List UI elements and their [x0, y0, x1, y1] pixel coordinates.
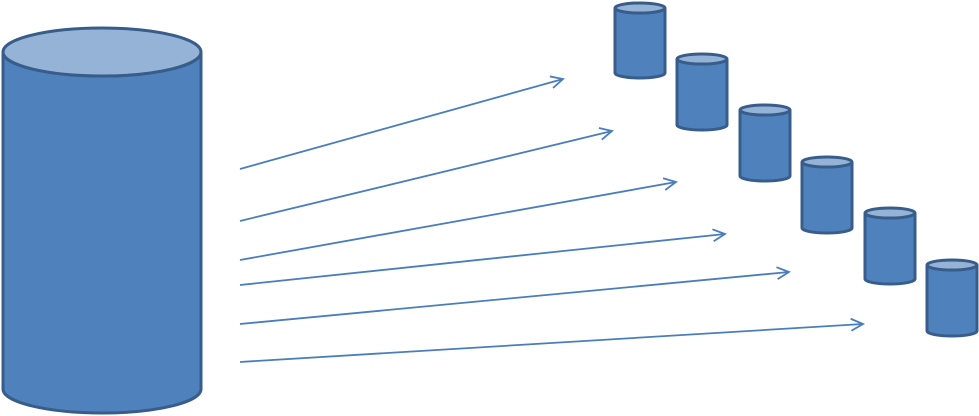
target-cylinder-1 [613, 1, 667, 80]
arrow-5 [239, 272, 789, 325]
arrow-3 [239, 182, 676, 261]
arrow-4 [239, 234, 725, 286]
arrows-group [239, 79, 863, 363]
target-cylinder-6 [925, 258, 979, 338]
target-cylinder-3 [738, 103, 792, 183]
arrow-1 [239, 79, 563, 170]
source-cylinder-top [1, 26, 203, 78]
source-database-cylinder [1, 26, 203, 415]
target-cylinder-2 [675, 52, 729, 132]
target-cylinder-4 [800, 155, 854, 235]
source-cylinder-body [1, 51, 203, 415]
target-cylinder-5 [863, 206, 917, 286]
arrow-6 [239, 324, 863, 363]
arrow-2 [239, 131, 612, 222]
target-cylinders [613, 1, 979, 338]
